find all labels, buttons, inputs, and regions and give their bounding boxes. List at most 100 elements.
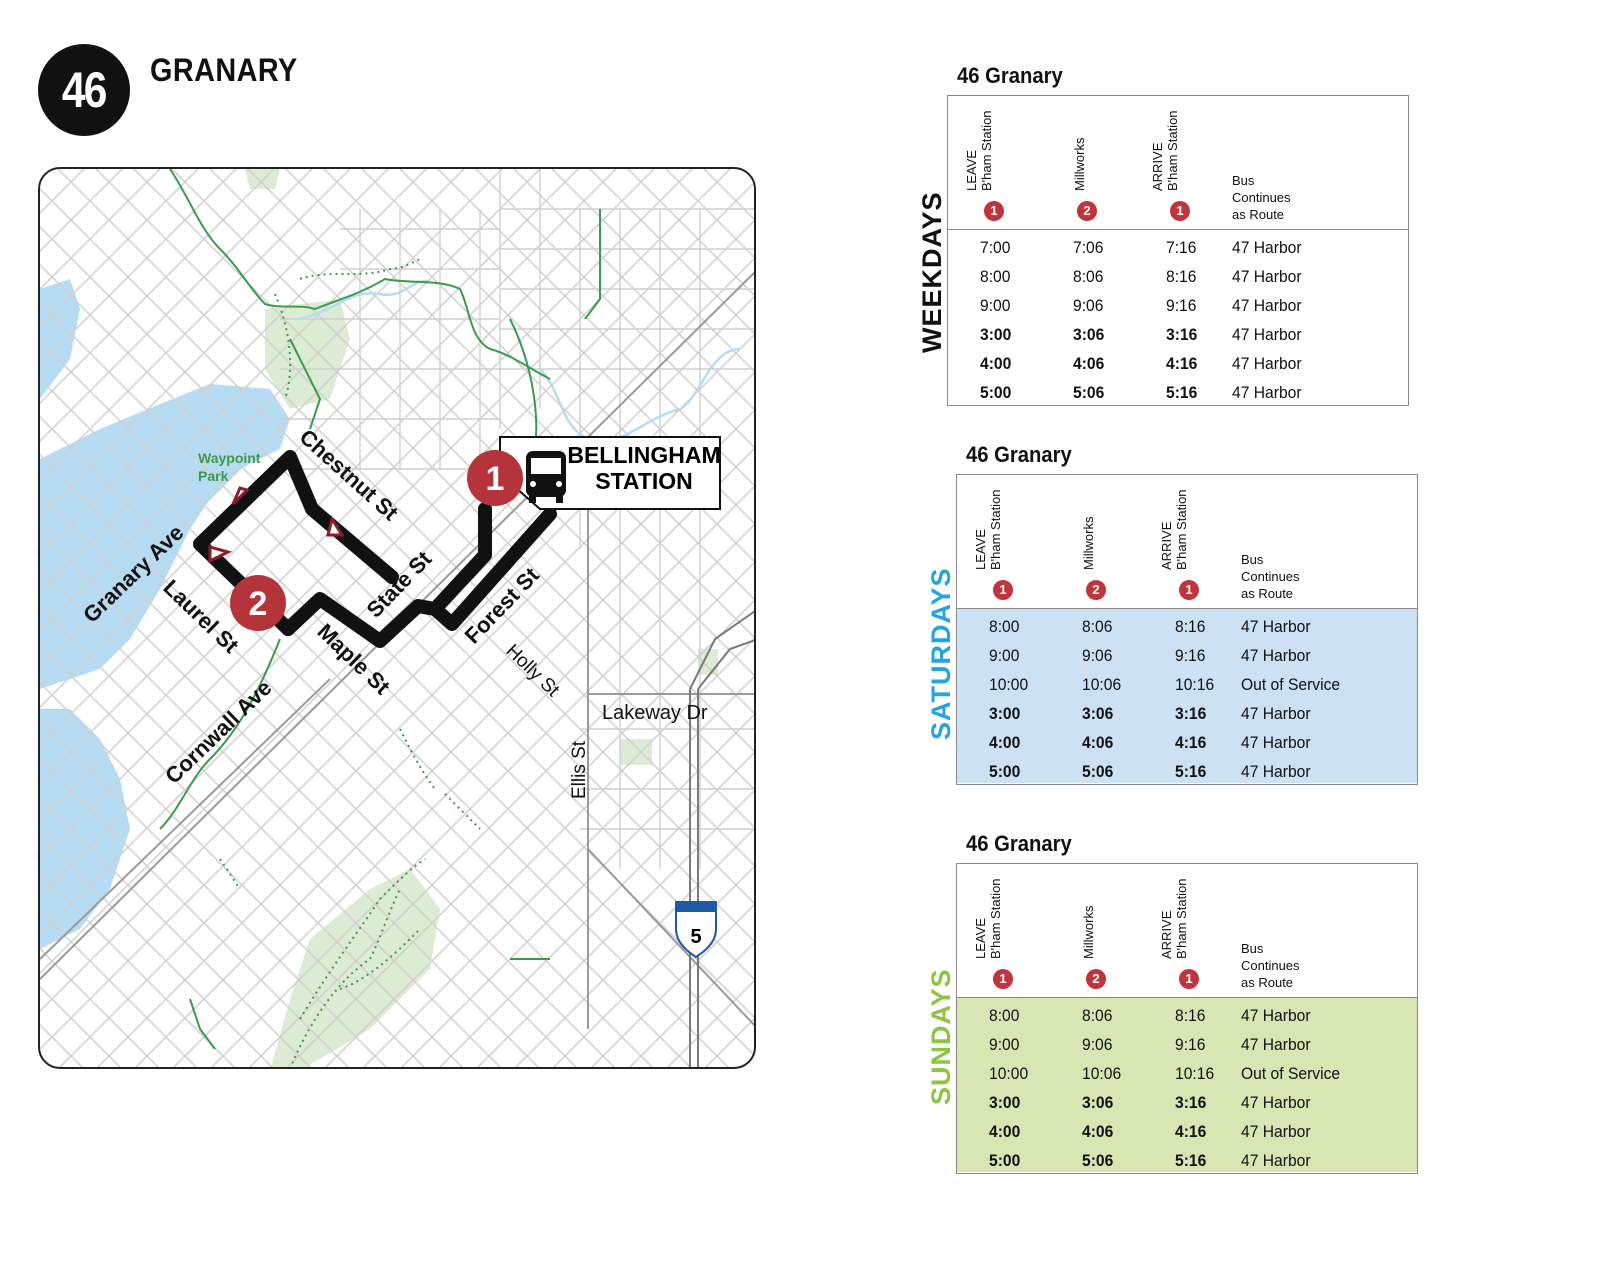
schedule-time-cell: 9:16 bbox=[1175, 646, 1206, 665]
continues-route-cell: Out of Service bbox=[1241, 1064, 1341, 1083]
continues-route-cell: 47 Harbor bbox=[1241, 646, 1311, 665]
schedule-time-cell: 3:06 bbox=[1082, 1093, 1114, 1112]
continues-route-cell: 47 Harbor bbox=[1241, 733, 1311, 752]
schedule-time-cell: 8:16 bbox=[1175, 1006, 1206, 1025]
continues-route-cell: 47 Harbor bbox=[1241, 1006, 1311, 1025]
schedule-time-cell: 9:00 bbox=[989, 1035, 1020, 1054]
schedule-time-cell: 9:16 bbox=[1166, 296, 1197, 315]
schedule-time-cell: 10:16 bbox=[1175, 675, 1215, 694]
park-area bbox=[271, 869, 440, 1067]
weekdays-label: WEEKDAYS bbox=[917, 191, 947, 353]
continues-route-cell: 47 Harbor bbox=[1232, 238, 1302, 257]
schedule-time-cell: 4:00 bbox=[989, 1122, 1021, 1141]
schedule-time-cell: 3:00 bbox=[989, 704, 1021, 723]
schedule-time-cell: 7:16 bbox=[1166, 238, 1197, 257]
schedule-time-cell: 9:00 bbox=[980, 296, 1011, 315]
stop-number-marker: 1 bbox=[1179, 580, 1199, 600]
bay-water bbox=[40, 279, 80, 399]
sundays-label: SUNDAYS bbox=[926, 968, 956, 1105]
park-label-line2: Park bbox=[198, 468, 229, 484]
continues-route-cell: 47 Harbor bbox=[1241, 1035, 1311, 1054]
route-number-badge: 46 bbox=[38, 44, 130, 136]
schedule-time-cell: 5:06 bbox=[1082, 1151, 1114, 1170]
continues-route-cell: 47 Harbor bbox=[1232, 383, 1302, 402]
continues-route-cell: 47 Harbor bbox=[1241, 704, 1311, 723]
stop-number-marker: 1 bbox=[984, 201, 1004, 221]
continues-route-cell: 47 Harbor bbox=[1232, 267, 1302, 286]
schedule-time-cell: 10:06 bbox=[1082, 675, 1122, 694]
direction-arrow bbox=[326, 515, 345, 537]
schedule-time-cell: 4:06 bbox=[1082, 1122, 1114, 1141]
schedule-column-header: Millworks 2 bbox=[1076, 476, 1116, 600]
station-label-line2: STATION bbox=[595, 468, 693, 494]
bus-icon bbox=[526, 451, 566, 503]
column-label: Millworks bbox=[1081, 516, 1096, 570]
saturdays-label: SATURDAYS bbox=[926, 567, 956, 740]
schedule-time-cell: 7:06 bbox=[1073, 238, 1104, 257]
schedule-time-cell: 3:06 bbox=[1073, 325, 1105, 344]
park-label-line1: Waypoint bbox=[198, 450, 261, 466]
schedule-time-cell: 3:00 bbox=[989, 1093, 1021, 1112]
schedule-time-cell: 5:00 bbox=[989, 1151, 1021, 1170]
schedule-time-cell: 7:00 bbox=[980, 238, 1011, 257]
schedule-time-cell: 8:00 bbox=[989, 617, 1020, 636]
street-label-lakeway: Lakeway Dr bbox=[602, 702, 708, 724]
schedule-time-cell: 4:16 bbox=[1175, 1122, 1207, 1141]
schedule-time-cell: 8:16 bbox=[1166, 267, 1197, 286]
schedule-time-cell: 8:00 bbox=[980, 267, 1011, 286]
route-map-canvas: 1 BELLINGHAM STATION 2 Waypoint Park Gra… bbox=[40, 169, 754, 1067]
schedule-time-cell: 5:00 bbox=[980, 383, 1012, 402]
schedule-time-cell: 5:16 bbox=[1166, 383, 1198, 402]
interstate-number: 5 bbox=[690, 926, 701, 948]
schedule-time-cell: 4:06 bbox=[1082, 733, 1114, 752]
schedule-time-cell: 4:16 bbox=[1175, 733, 1207, 752]
stop-number-marker: 2 bbox=[1086, 580, 1106, 600]
continues-route-cell: Out of Service bbox=[1241, 675, 1341, 694]
schedule-time-cell: 9:06 bbox=[1082, 1035, 1113, 1054]
schedule-time-cell: 8:00 bbox=[989, 1006, 1020, 1025]
continues-route-cell: 47 Harbor bbox=[1241, 1093, 1311, 1112]
schedule-time-cell: 8:06 bbox=[1082, 617, 1113, 636]
route-map: 1 BELLINGHAM STATION 2 Waypoint Park Gra… bbox=[38, 167, 756, 1069]
weekday-schedule-title: 46 Granary bbox=[957, 63, 1063, 88]
schedule-time-cell: 3:16 bbox=[1175, 704, 1207, 723]
bay-water bbox=[40, 709, 130, 949]
direction-arrow bbox=[208, 545, 233, 564]
route-name: GRANARY bbox=[150, 52, 298, 88]
schedule-time-cell: 5:06 bbox=[1082, 762, 1114, 781]
schedule-time-cell: 8:16 bbox=[1175, 617, 1206, 636]
schedule-time-cell: 5:00 bbox=[989, 762, 1021, 781]
stop-2-number: 2 bbox=[249, 585, 268, 623]
schedule-time-cell: 3:16 bbox=[1175, 1093, 1207, 1112]
continues-route-cell: 47 Harbor bbox=[1232, 354, 1302, 373]
schedule-time-cell: 10:16 bbox=[1175, 1064, 1215, 1083]
continues-route-cell: 47 Harbor bbox=[1241, 1151, 1311, 1170]
schedule-time-cell: 3:16 bbox=[1166, 325, 1198, 344]
